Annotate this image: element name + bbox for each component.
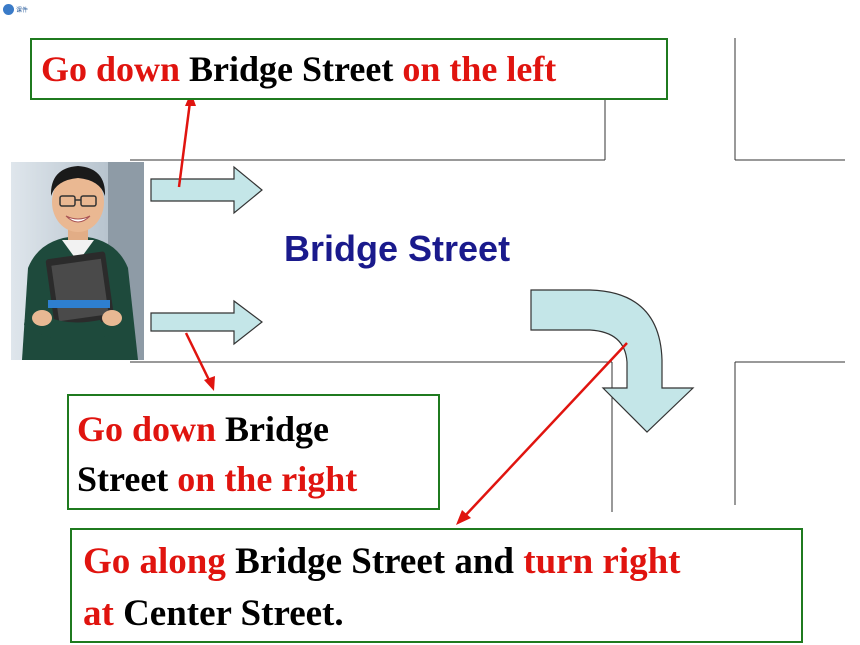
instruction-at: at [83,593,114,634]
instruction-street: Bridge Street and [235,541,514,582]
pointer-to-middle-box [184,332,212,383]
instruction-box-top: Go down Bridge Street on the left [30,38,668,100]
instruction-turn: turn right [523,541,681,582]
arrow-lower-lane [150,299,263,346]
instruction-box-bottom: Go along Bridge Street and turn right at… [70,528,803,643]
instruction-street: Bridge Street [189,49,394,89]
pointer-to-top-box [177,101,192,188]
instruction-street: Bridge [225,409,330,449]
instruction-destination: Center Street. [123,593,344,634]
logo-text: 课件 [16,6,29,14]
street-label: Bridge Street [284,228,511,269]
instruction-street-cont: Street [77,459,169,499]
logo-icon [3,3,14,15]
boy-photo [11,162,144,360]
pointer-to-bottom-box [462,342,628,519]
logo: 课件 [3,3,28,15]
instruction-side: on the right [177,459,358,499]
instruction-side: on the left [402,49,557,89]
road-lines [130,38,845,512]
arrow-upper-lane [150,165,263,215]
instruction-verb: Go down [41,49,181,89]
instruction-box-middle: Go down Bridge Street on the right [67,394,440,510]
instruction-verb: Go down [77,409,217,449]
arrow-turn-right [530,289,695,433]
instruction-verb: Go along [83,541,226,582]
